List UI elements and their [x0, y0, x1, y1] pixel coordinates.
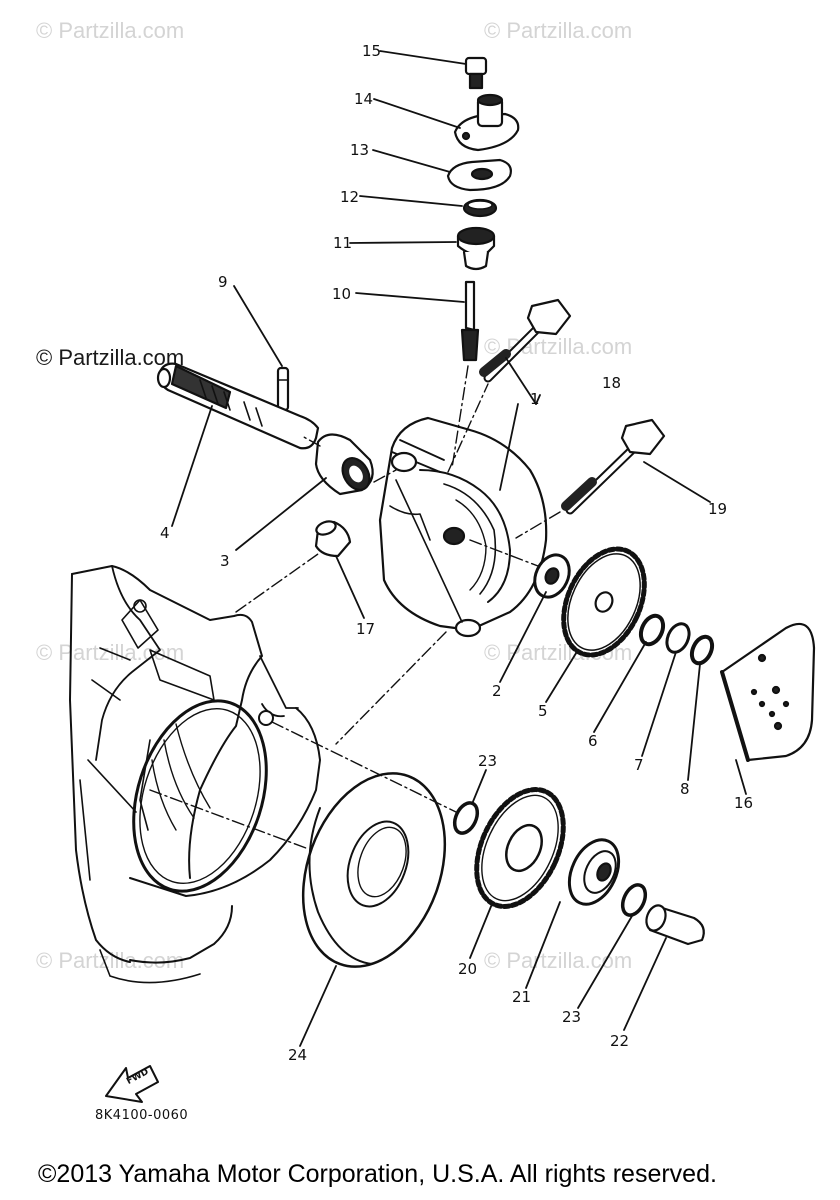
part-17-dowel [314, 520, 352, 558]
callout-7: 7 [634, 756, 644, 774]
callout-17: 17 [356, 620, 375, 638]
callout-14: 14 [354, 90, 373, 108]
callout-3: 3 [220, 552, 230, 570]
part-4-worm-shaft [156, 362, 320, 450]
part-23-washer-upper [452, 801, 480, 835]
callout-6: 6 [588, 732, 598, 750]
callout-15: 15 [362, 42, 381, 60]
callout-10: 10 [332, 285, 351, 303]
part-18-bolt [479, 298, 572, 383]
part-16-plate [720, 622, 816, 762]
watermark: © Partzilla.com [484, 948, 633, 973]
part-8-circlip [689, 634, 715, 666]
copyright-notice: ©2013 Yamaha Motor Corporation, U.S.A. A… [38, 1160, 717, 1188]
callout-numbers: 15 14 13 12 11 10 9 4 3 17 1 18 19 2 5 6… [160, 42, 753, 1064]
forward-arrow-icon [105, 1065, 159, 1103]
callout-8: 8 [680, 780, 690, 798]
assembly-centerlines [149, 365, 561, 849]
leader-lines [171, 50, 747, 1047]
callout-19: 19 [708, 500, 727, 518]
watermark-primary: © Partzilla.com [36, 345, 185, 370]
callout-9: 9 [218, 273, 228, 291]
part-19-bolt [561, 418, 666, 515]
diagram-code: 8K4100-0060 [95, 1108, 189, 1123]
callout-13: 13 [350, 141, 369, 159]
callout-23-upper: 23 [478, 752, 497, 770]
part-6-washer [638, 613, 666, 647]
watermark: © Partzilla.com [36, 948, 185, 973]
callout-1: 1 [530, 390, 540, 408]
part-20-sprocket [474, 787, 566, 909]
part-5-sprocket [561, 546, 647, 658]
part-2-washer [533, 553, 571, 599]
crankcase [69, 565, 321, 984]
part-10-pinion-shaft [460, 280, 480, 362]
part-3-bushing [314, 433, 374, 496]
part-9-pin [276, 366, 290, 412]
part-22-collar [645, 904, 705, 946]
part-23-washer-lower [620, 883, 648, 917]
callout-21: 21 [512, 988, 531, 1006]
callout-16: 16 [734, 794, 753, 812]
watermark: © Partzilla.com [484, 18, 633, 43]
callout-2: 2 [492, 682, 502, 700]
part-1-housing [378, 416, 548, 638]
callout-5: 5 [538, 702, 548, 720]
callout-23-lower: 23 [562, 1008, 581, 1026]
callout-12: 12 [340, 188, 359, 206]
part-7-washer [665, 622, 691, 654]
part-11-bushing [456, 226, 496, 271]
callout-11: 11 [333, 234, 352, 252]
part-13-gasket [446, 158, 512, 192]
watermark: © Partzilla.com [36, 18, 185, 43]
part-12-seal [462, 198, 498, 218]
callout-18: 18 [602, 374, 621, 392]
part-21-bearing [567, 838, 621, 906]
part-14-cable-cap [453, 93, 520, 152]
part-24-oil-seal [301, 772, 447, 968]
callout-20: 20 [458, 960, 477, 978]
part-15-bolt [464, 56, 488, 90]
callout-24: 24 [288, 1046, 307, 1064]
callout-22: 22 [610, 1032, 629, 1050]
callout-4: 4 [160, 524, 170, 542]
